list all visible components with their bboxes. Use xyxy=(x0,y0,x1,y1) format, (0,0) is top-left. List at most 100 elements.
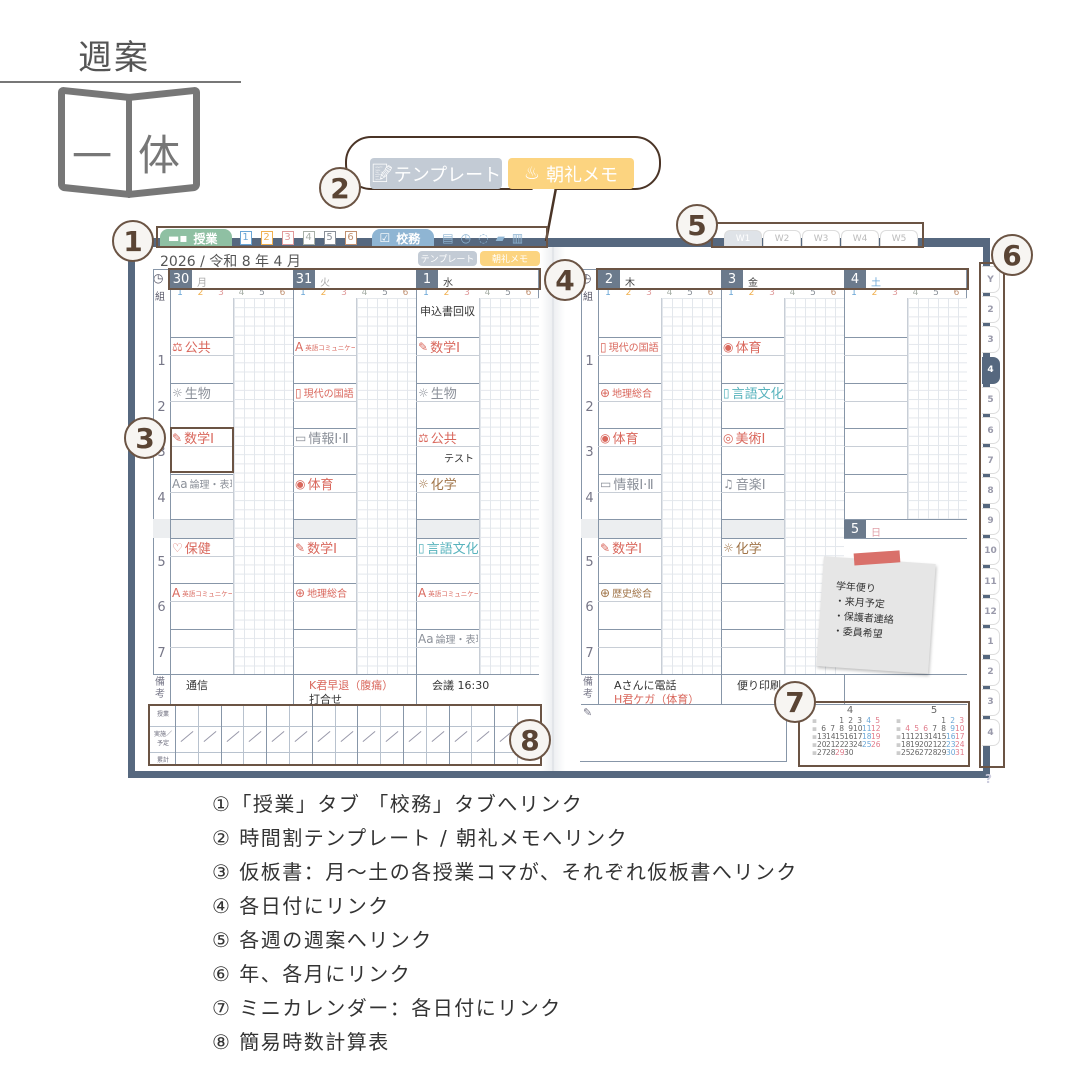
month-tab-8[interactable]: 8 xyxy=(982,477,1000,505)
mini-calendar-day[interactable]: 2 xyxy=(848,715,853,725)
hours-cell-slash[interactable] xyxy=(317,730,331,743)
help-icon[interactable]: ? xyxy=(985,772,992,786)
lesson-slot-link[interactable]: ⚖公共 xyxy=(172,338,232,356)
mini-calendar-day[interactable]: 17 xyxy=(853,731,863,741)
date-link-3[interactable]: 3 xyxy=(721,270,743,288)
mini-calendar-day[interactable]: 21 xyxy=(928,739,938,749)
mini-calendar-day[interactable]: 5 xyxy=(914,723,919,733)
date-link-5[interactable]: 5 xyxy=(844,520,866,538)
duty-tab[interactable]: ☑校務 xyxy=(371,229,435,247)
mini-calendar-day[interactable]: 7 xyxy=(932,723,937,733)
class-tab-5[interactable]: 5 xyxy=(323,231,336,245)
lesson-slot-link[interactable]: ◉体育 xyxy=(600,429,660,447)
lesson-slot-link[interactable]: ⊕歴史総合 xyxy=(600,584,660,601)
week-tab-W1[interactable]: W1 xyxy=(724,230,762,247)
month-tab-7[interactable]: 7 xyxy=(982,447,1000,475)
lesson-slot-link[interactable]: ▯言語文化 xyxy=(418,539,478,557)
mini-calendar-day[interactable]: 1 xyxy=(839,715,844,725)
date-link-30[interactable]: 30 xyxy=(170,270,192,288)
lesson-slot-link[interactable]: ▭情報Ⅰ·Ⅱ xyxy=(600,475,660,493)
memo-area[interactable]: ✎ xyxy=(580,704,787,762)
mini-calendar-day[interactable]: 10 xyxy=(853,723,863,733)
chat-icon[interactable]: ◌ xyxy=(478,231,489,245)
lesson-slot-link[interactable]: ☼生物 xyxy=(172,384,232,402)
lesson-slot-link[interactable]: ⚖公共 xyxy=(418,429,478,447)
mini-calendar-day[interactable]: 5 xyxy=(875,715,880,725)
month-tab-3[interactable]: 3 xyxy=(982,326,1000,354)
week-link-icon[interactable]: ▪ xyxy=(811,747,817,757)
mini-calendar-day[interactable]: 19 xyxy=(910,739,920,749)
week-link-icon[interactable]: ▪ xyxy=(895,739,901,749)
mini-calendar-day[interactable]: 8 xyxy=(941,723,946,733)
mini-calendar-day[interactable]: 25 xyxy=(862,739,872,749)
mini-calendar-day[interactable]: 15 xyxy=(937,731,947,741)
week-link-icon[interactable]: ▪ xyxy=(811,731,817,741)
mini-calendar-day[interactable]: 21 xyxy=(826,739,836,749)
lesson-slot-link[interactable]: ◉体育 xyxy=(723,338,783,356)
mini-calendar-day[interactable]: 1 xyxy=(941,715,946,725)
hours-cell-slash[interactable] xyxy=(431,730,445,743)
mini-calendar-day[interactable]: 15 xyxy=(835,731,845,741)
hours-cell-slash[interactable] xyxy=(340,730,354,743)
week-tab-W5[interactable]: W5 xyxy=(880,230,918,247)
mini-calendar-day[interactable]: 27 xyxy=(919,747,929,757)
class-tab-1[interactable]: 1 xyxy=(239,231,252,245)
month-tab-2[interactable]: 2 xyxy=(982,658,1000,686)
week-link-icon[interactable]: ▪ xyxy=(895,731,901,741)
mini-calendar-day[interactable]: 29 xyxy=(835,747,845,757)
lesson-slot-link[interactable]: ✎数学Ⅰ xyxy=(295,539,355,557)
class-tab-6[interactable]: 6 xyxy=(344,231,357,245)
lesson-slot-link[interactable]: A英語コミュニケーションⅠ xyxy=(418,584,478,601)
month-tab-9[interactable]: 9 xyxy=(982,507,1000,535)
clock-icon[interactable]: ◷ xyxy=(460,231,472,245)
graph-area[interactable] xyxy=(907,298,967,519)
lesson-slot-link[interactable]: ▯現代の国語 xyxy=(295,384,355,401)
date-link-1[interactable]: 1 xyxy=(416,270,438,288)
mini-calendar-day[interactable]: 12 xyxy=(910,731,920,741)
lesson-slot-link[interactable]: ▯言語文化 xyxy=(723,384,783,402)
hours-cell-slash[interactable] xyxy=(476,730,490,743)
mini-calendar-day[interactable]: 13 xyxy=(817,731,827,741)
mini-calendar-day[interactable]: 6 xyxy=(923,723,928,733)
mini-calendar-day[interactable]: 4 xyxy=(866,715,871,725)
mini-calendar-day[interactable]: 4 xyxy=(905,723,910,733)
mini-calendar-day[interactable]: 23 xyxy=(946,739,956,749)
month-tab-10[interactable]: 10 xyxy=(982,537,1000,565)
mini-calendar-day[interactable]: 7 xyxy=(830,723,835,733)
month-tab-1[interactable]: 1 xyxy=(982,628,1000,656)
morning-memo-button[interactable]: 朝礼メモ xyxy=(480,251,540,266)
week-link-icon[interactable]: ▪ xyxy=(811,723,817,733)
mini-calendar-day[interactable]: 6 xyxy=(821,723,826,733)
week-link-icon[interactable]: ▪ xyxy=(811,739,817,749)
mini-calendar-day[interactable]: 13 xyxy=(919,731,929,741)
lesson-slot-link[interactable]: ☼化学 xyxy=(418,475,478,493)
month-tab-6[interactable]: 6 xyxy=(982,417,1000,444)
clipboard-icon[interactable]: ▥ xyxy=(511,231,524,245)
date-link-2[interactable]: 2 xyxy=(598,270,620,288)
month-tab-5[interactable]: 5 xyxy=(982,386,1000,414)
mini-calendar-day[interactable]: 19 xyxy=(871,731,881,741)
week-tab-W4[interactable]: W4 xyxy=(841,230,879,247)
lesson-tab[interactable]: ▬▪授業 xyxy=(160,229,232,247)
lesson-slot-link[interactable]: ♫音楽Ⅰ xyxy=(723,475,783,493)
month-tab-11[interactable]: 11 xyxy=(982,568,1000,595)
mini-calendar-day[interactable]: 20 xyxy=(817,739,827,749)
week-link-icon[interactable]: ▪ xyxy=(895,715,901,725)
lesson-slot-link[interactable]: ◎美術Ⅰ xyxy=(723,429,783,447)
hours-cell-slash[interactable] xyxy=(271,730,285,743)
week-link-icon[interactable]: ▪ xyxy=(895,723,901,733)
mini-calendar-day[interactable]: 24 xyxy=(853,739,863,749)
lesson-slot-link[interactable]: ▯現代の国語 xyxy=(600,338,660,355)
week-link-icon[interactable]: ▪ xyxy=(895,747,901,757)
mini-calendar-day[interactable]: 28 xyxy=(928,747,938,757)
lesson-slot-link[interactable]: ⊕地理総合 xyxy=(600,384,660,401)
mini-calendar-day[interactable]: 23 xyxy=(844,739,854,749)
mini-calendar-day[interactable]: 14 xyxy=(826,731,836,741)
mini-calendar-day[interactable]: 22 xyxy=(937,739,947,749)
mini-calendar-day[interactable]: 2 xyxy=(950,715,955,725)
class-tab-4[interactable]: 4 xyxy=(302,231,315,245)
folder-icon[interactable]: ▰ xyxy=(495,231,505,245)
week-tab-W3[interactable]: W3 xyxy=(802,230,840,247)
class-tab-2[interactable]: 2 xyxy=(260,231,273,245)
bubble-morning-memo-button[interactable]: ♨朝礼メモ xyxy=(508,158,634,189)
